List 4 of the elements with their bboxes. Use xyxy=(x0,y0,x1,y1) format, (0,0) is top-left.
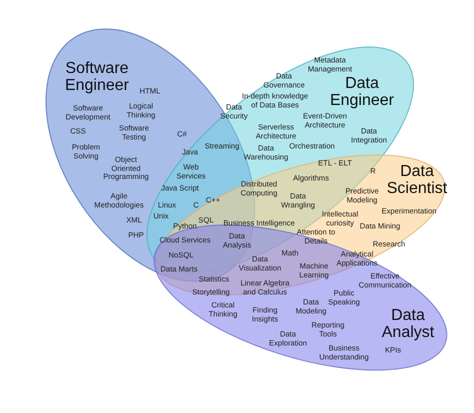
role-title: Data Scientist xyxy=(386,162,448,197)
role-title: Data Engineer xyxy=(328,74,395,109)
role-title: Data Analyst xyxy=(380,306,436,341)
role-title: Software Engineer xyxy=(64,60,130,94)
